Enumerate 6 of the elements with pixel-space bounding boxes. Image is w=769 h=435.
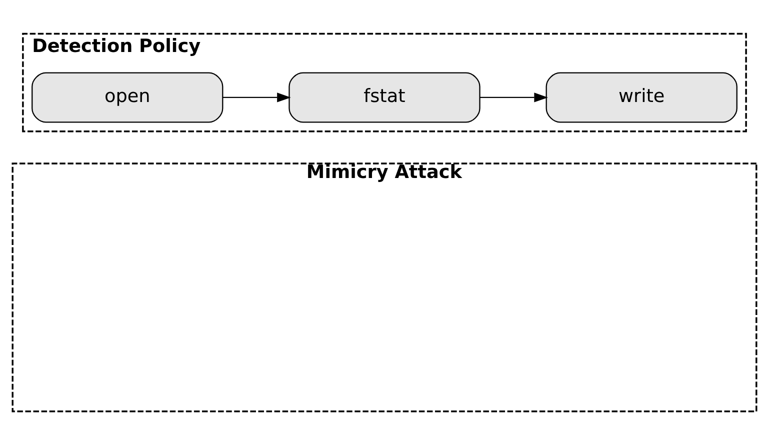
arrow — [222, 92, 291, 102]
node-box: Mimicry Attack — [12, 162, 758, 412]
node-box: open — [32, 72, 224, 122]
arrow — [480, 92, 548, 102]
node-box: fstat — [288, 72, 480, 122]
node-box: write — [546, 72, 738, 122]
